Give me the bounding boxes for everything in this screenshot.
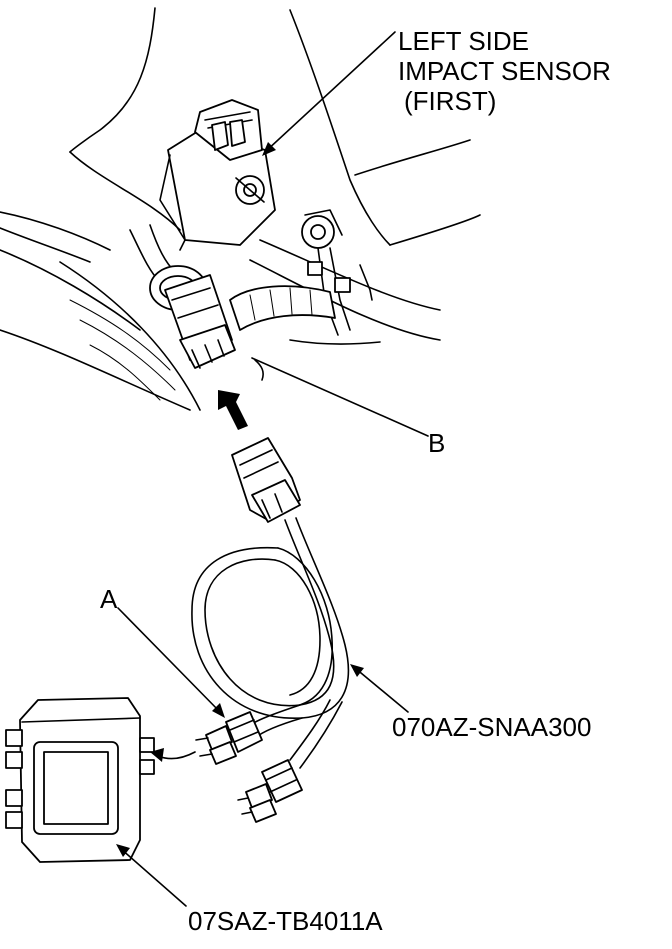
left-side-impact-sensor bbox=[159, 99, 276, 251]
connect-direction-arrow bbox=[218, 390, 248, 430]
spare-plug bbox=[237, 759, 303, 823]
label-tester-part: 07SAZ-TB4011A bbox=[188, 906, 383, 936]
callout-labels: LEFT SIDE IMPACT SENSOR (FIRST) B A 070A… bbox=[100, 26, 611, 936]
label-sensor-line2: IMPACT SENSOR bbox=[398, 56, 611, 86]
insert-direction-arrow bbox=[150, 748, 196, 762]
coiled-harness bbox=[191, 517, 350, 769]
leader-lines bbox=[116, 31, 429, 907]
label-sensor-line1: LEFT SIDE bbox=[398, 26, 529, 56]
tester-unit bbox=[5, 697, 155, 863]
vehicle-body-outline bbox=[0, 7, 481, 411]
label-connector-b: B bbox=[428, 428, 445, 458]
connector-a-plug bbox=[195, 711, 263, 765]
harness-connector bbox=[231, 437, 301, 523]
connector-b bbox=[164, 274, 236, 369]
label-sensor-line3: (FIRST) bbox=[404, 86, 496, 116]
label-connector-a: A bbox=[100, 584, 118, 614]
label-harness-part: 070AZ-SNAA300 bbox=[392, 712, 591, 742]
